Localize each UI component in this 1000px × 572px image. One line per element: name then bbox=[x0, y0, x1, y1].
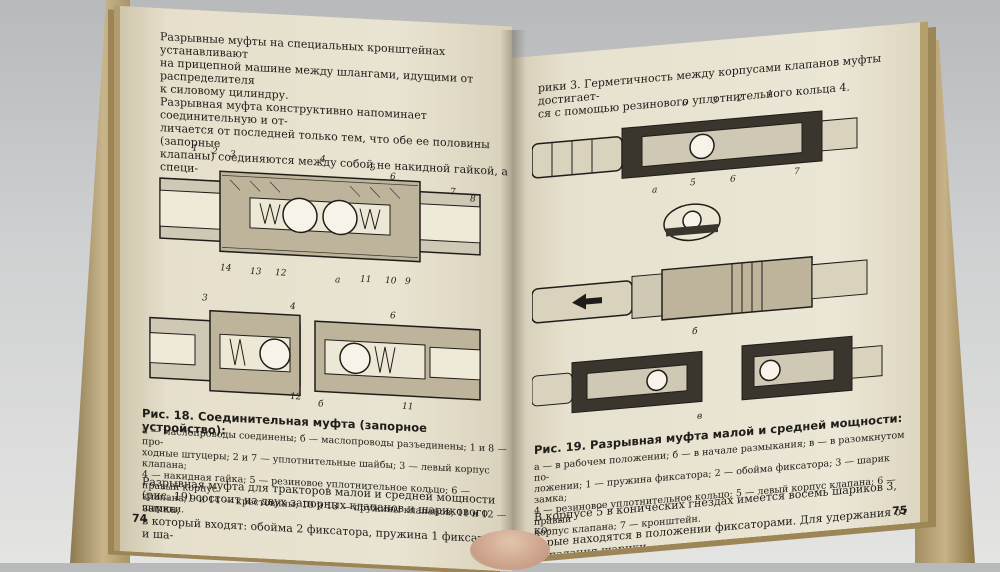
fig19a-label-3: 3 bbox=[712, 96, 718, 107]
fig18a-label-13: 13 bbox=[250, 266, 262, 278]
fig18a-label-3: 3 bbox=[230, 149, 236, 161]
fig18b-label-6: 6 bbox=[390, 311, 396, 322]
fig19a-label-7: 7 bbox=[794, 166, 800, 178]
page-number-left: 74 bbox=[132, 511, 148, 526]
fig18b-label-4: 4 bbox=[290, 301, 296, 313]
left-page: Разрывные муфты на специальных кронштейн… bbox=[120, 6, 512, 572]
fig18a-label-a: а bbox=[335, 275, 341, 286]
right-page: рики 3. Герметичность между корпусами кл… bbox=[512, 22, 920, 558]
fig18b-label-11: 11 bbox=[402, 401, 414, 413]
fig18a-label-5: 5 bbox=[370, 163, 376, 174]
figure-19b-start-of-disconnection: б bbox=[531, 242, 872, 352]
fig18a-label-14: 14 bbox=[220, 263, 232, 274]
fig18a-label-7: 7 bbox=[450, 187, 456, 198]
fig18a-label-9: 9 bbox=[405, 276, 411, 288]
arrow-left-icon bbox=[572, 293, 602, 310]
finger-holding-book bbox=[470, 530, 550, 570]
figure-19b-drawing bbox=[531, 255, 868, 324]
fig18b-label-12: 12 bbox=[290, 391, 302, 403]
fig19a-label-2: 2 bbox=[737, 93, 743, 105]
figure-18a-drawing bbox=[159, 170, 481, 263]
fig19a-label-5: 5 bbox=[690, 177, 696, 189]
book-edge-right bbox=[915, 40, 975, 563]
fig19b-label-b: б bbox=[692, 326, 698, 338]
fig19c-label-v: в bbox=[697, 411, 703, 422]
fig18a-label-12: 12 bbox=[275, 268, 287, 279]
figure-19c-drawing bbox=[531, 335, 883, 414]
figure-19-detail-inset bbox=[663, 203, 721, 242]
fig19a-label-6: 6 bbox=[682, 98, 688, 110]
fig18a-label-4: 4 bbox=[320, 154, 326, 165]
book-spine-shadow bbox=[500, 30, 526, 560]
fig18b-label-b: б bbox=[318, 399, 324, 410]
figure-19c-disconnected-position: в bbox=[531, 325, 892, 436]
fig18a-label-2: 2 bbox=[212, 146, 218, 158]
fig19a-label-6b: 6 bbox=[730, 174, 736, 185]
page-number-right: 75 bbox=[892, 503, 908, 518]
fig18a-label-6: 6 bbox=[390, 172, 396, 183]
fig18a-label-10: 10 bbox=[385, 275, 397, 287]
figure-18b-coupling-disconnected: 3 4 6 12 11 б bbox=[140, 292, 490, 420]
fig19a-label-a: а bbox=[652, 185, 658, 196]
figure-19a-drawing bbox=[531, 110, 858, 179]
fig18a-label-1: 1 bbox=[192, 143, 198, 155]
fig19a-label-1: 1 bbox=[767, 89, 773, 100]
figure-18a-coupling-connected: 1 2 3 4 5 6 7 8 14 13 12 11 10 9 а bbox=[150, 138, 490, 296]
fig18a-label-11: 11 bbox=[360, 274, 372, 286]
fig18a-label-8: 8 bbox=[470, 194, 476, 205]
figure-19a-working-position: 6 3 2 1 5 6 7 а bbox=[531, 87, 862, 206]
figure-18b-drawing bbox=[149, 309, 481, 401]
fig18b-label-3: 3 bbox=[202, 293, 208, 304]
